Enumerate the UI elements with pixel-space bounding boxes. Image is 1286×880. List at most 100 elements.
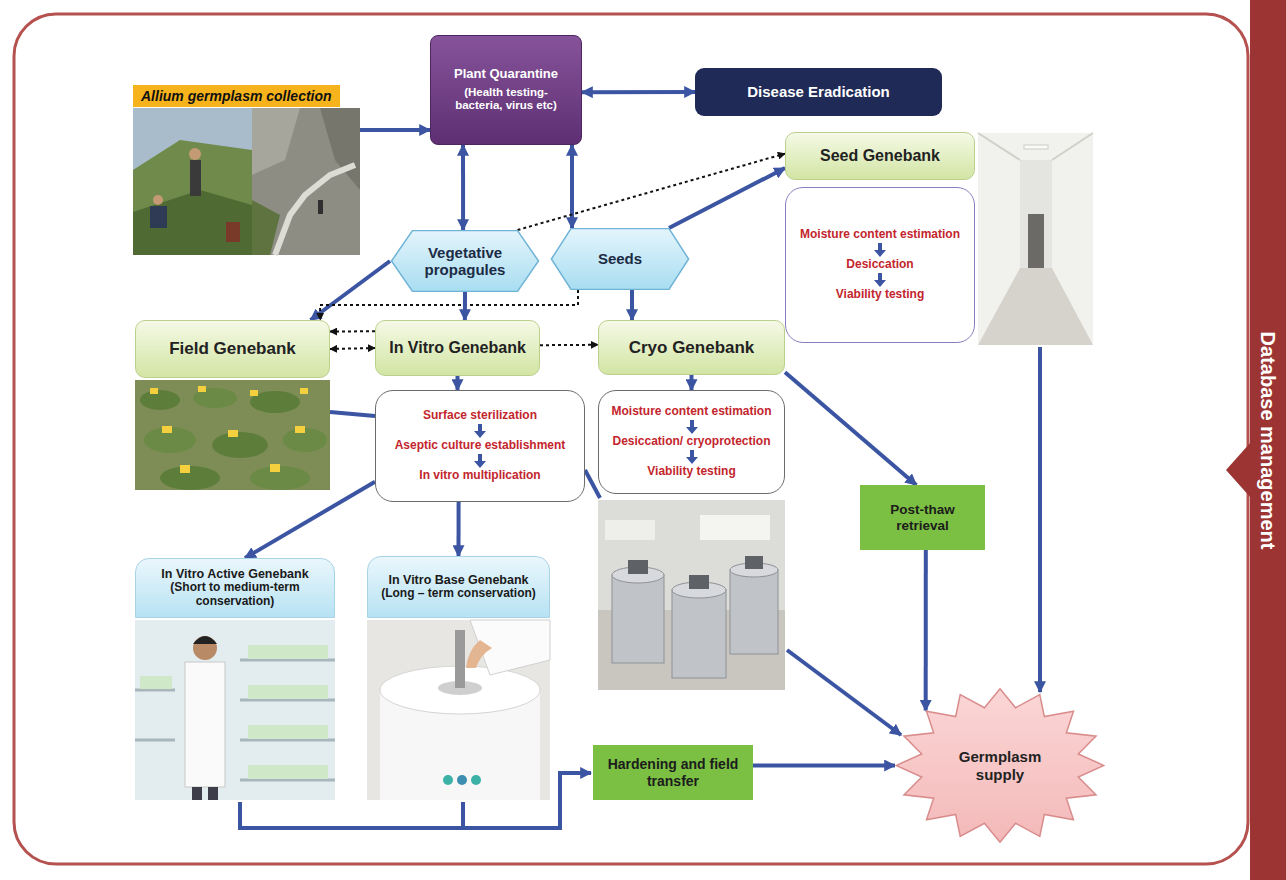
step-arrow: [874, 273, 886, 287]
genebank-box: In Vitro Genebank: [375, 320, 540, 376]
field-genebank-photo: [144, 427, 196, 453]
field-genebank-photo: [250, 391, 300, 413]
collection-photo: [133, 140, 252, 255]
collection-photo: [189, 148, 201, 160]
node-text: Post-thaw retrieval: [868, 502, 977, 533]
flow-arrow: [360, 128, 430, 132]
flow-arrow: [690, 375, 694, 390]
outer-frame: [14, 14, 1248, 864]
cryo-genebank-photo: [605, 520, 655, 540]
process-box: Surface sterilizationAseptic culture est…: [375, 390, 585, 502]
base-genebank-photo: [367, 620, 550, 800]
collection-photo: [150, 206, 167, 228]
flow-arrow: [461, 145, 465, 230]
node-text: In Vitro Base Genebank: [388, 573, 528, 587]
field-genebank-photo: [150, 388, 158, 394]
dotted-arrow: [330, 348, 375, 349]
mountain-photo: [252, 108, 300, 175]
collection-photo: [190, 160, 201, 196]
step-arrow: [874, 243, 886, 257]
field-genebank-photo: [300, 388, 308, 394]
collection-photo: [133, 108, 252, 255]
process-box: Moisture content estimationDesiccation/ …: [598, 390, 785, 494]
node-text: (Short to medium-term conservation): [142, 581, 328, 609]
step-arrow: [474, 454, 486, 468]
node-text: (Health testing- bacteria, virus etc): [439, 86, 573, 112]
flow-arrow: [753, 764, 895, 768]
hexagon-box: Vegetative propagules: [390, 230, 540, 292]
hexagon-outline: [392, 231, 539, 292]
step-arrow: [474, 454, 486, 468]
node-text: Plant Quarantine: [454, 67, 558, 82]
genebank-box: In Vitro Base Genebank(Long – term conse…: [367, 556, 550, 618]
genebank-box: Seed Genebank: [785, 132, 975, 180]
field-genebank-photo: [135, 380, 330, 490]
field-genebank-photo: [160, 466, 220, 490]
flow-line: [787, 650, 901, 735]
step-arrow: [474, 424, 486, 438]
collection-photo: [153, 195, 163, 205]
dotted-arrow: [540, 344, 598, 346]
flow-line: [240, 773, 591, 828]
field-genebank-photo: [135, 380, 330, 490]
dotted-arrow: [320, 290, 578, 320]
node-text: Moisture content estimation: [800, 228, 960, 242]
eradication-box: Disease Eradication: [695, 68, 942, 116]
flow-arrow: [463, 292, 467, 320]
cryo-genebank-photo: [628, 560, 648, 574]
seed-genebank-photo: [978, 133, 1020, 160]
node-text: Aseptic culture establishment: [395, 439, 566, 453]
active-genebank-photo: [135, 739, 175, 742]
dotted-arrow: [518, 154, 786, 230]
collection-photo: [133, 108, 252, 255]
node-text: Germplasm supply: [943, 748, 1057, 783]
genebank-box: Field Genebank: [135, 320, 330, 378]
collection-photo: [226, 222, 240, 242]
seed-genebank-photo: [978, 133, 1093, 345]
flow-arrow: [457, 502, 461, 556]
mountain-photo: [318, 200, 323, 214]
hexagon-outline: [551, 229, 688, 290]
flow-line: [1038, 347, 1042, 692]
node-text: In Vitro Active Genebank: [161, 567, 308, 581]
flow-arrow: [311, 261, 391, 320]
active-genebank-photo: [248, 645, 328, 659]
flow-arrow: [582, 90, 695, 94]
active-genebank-photo: [193, 636, 217, 660]
node-text: (Long – term conservation): [381, 587, 536, 601]
node-text: Seeds: [598, 250, 642, 267]
genebank-box: Cryo Genebank: [598, 320, 785, 375]
step-arrow: [686, 450, 698, 464]
field-genebank-photo: [162, 426, 172, 433]
vertical-label: Database management: [1257, 331, 1280, 549]
cryo-genebank-photo: [598, 500, 785, 690]
active-genebank-photo: [192, 787, 202, 800]
step-arrow: [474, 424, 486, 438]
node-text: Hardening and field transfer: [601, 756, 745, 788]
cryo-genebank-photo: [598, 500, 785, 690]
active-genebank-photo: [208, 787, 218, 800]
active-genebank-photo: [248, 765, 328, 779]
mountain-photo: [252, 108, 360, 255]
seed-genebank-photo: [978, 133, 1093, 345]
seed-genebank-photo: [1052, 133, 1093, 160]
dotted-arrow: [330, 330, 375, 332]
node-text: Field Genebank: [169, 339, 296, 359]
cryo-genebank-photo: [700, 515, 770, 540]
field-genebank-photo: [228, 430, 238, 437]
step-box: Hardening and field transfer: [593, 745, 753, 800]
active-genebank-photo: [140, 676, 172, 689]
step-arrow: [686, 420, 698, 434]
flow-arrow: [245, 482, 375, 558]
node-text: Moisture content estimation: [611, 405, 771, 419]
seed-genebank-photo: [1020, 160, 1052, 268]
node-text: Vegetative propagules: [412, 244, 518, 279]
field-genebank-photo: [140, 390, 180, 410]
base-genebank-photo: [443, 775, 453, 785]
node-text: In vitro multiplication: [419, 469, 540, 483]
node-text: In Vitro Genebank: [389, 339, 526, 357]
active-genebank-photo: [248, 725, 328, 739]
base-genebank-photo: [471, 775, 481, 785]
base-genebank-photo: [367, 620, 550, 800]
node-text: Viability testing: [836, 288, 924, 302]
